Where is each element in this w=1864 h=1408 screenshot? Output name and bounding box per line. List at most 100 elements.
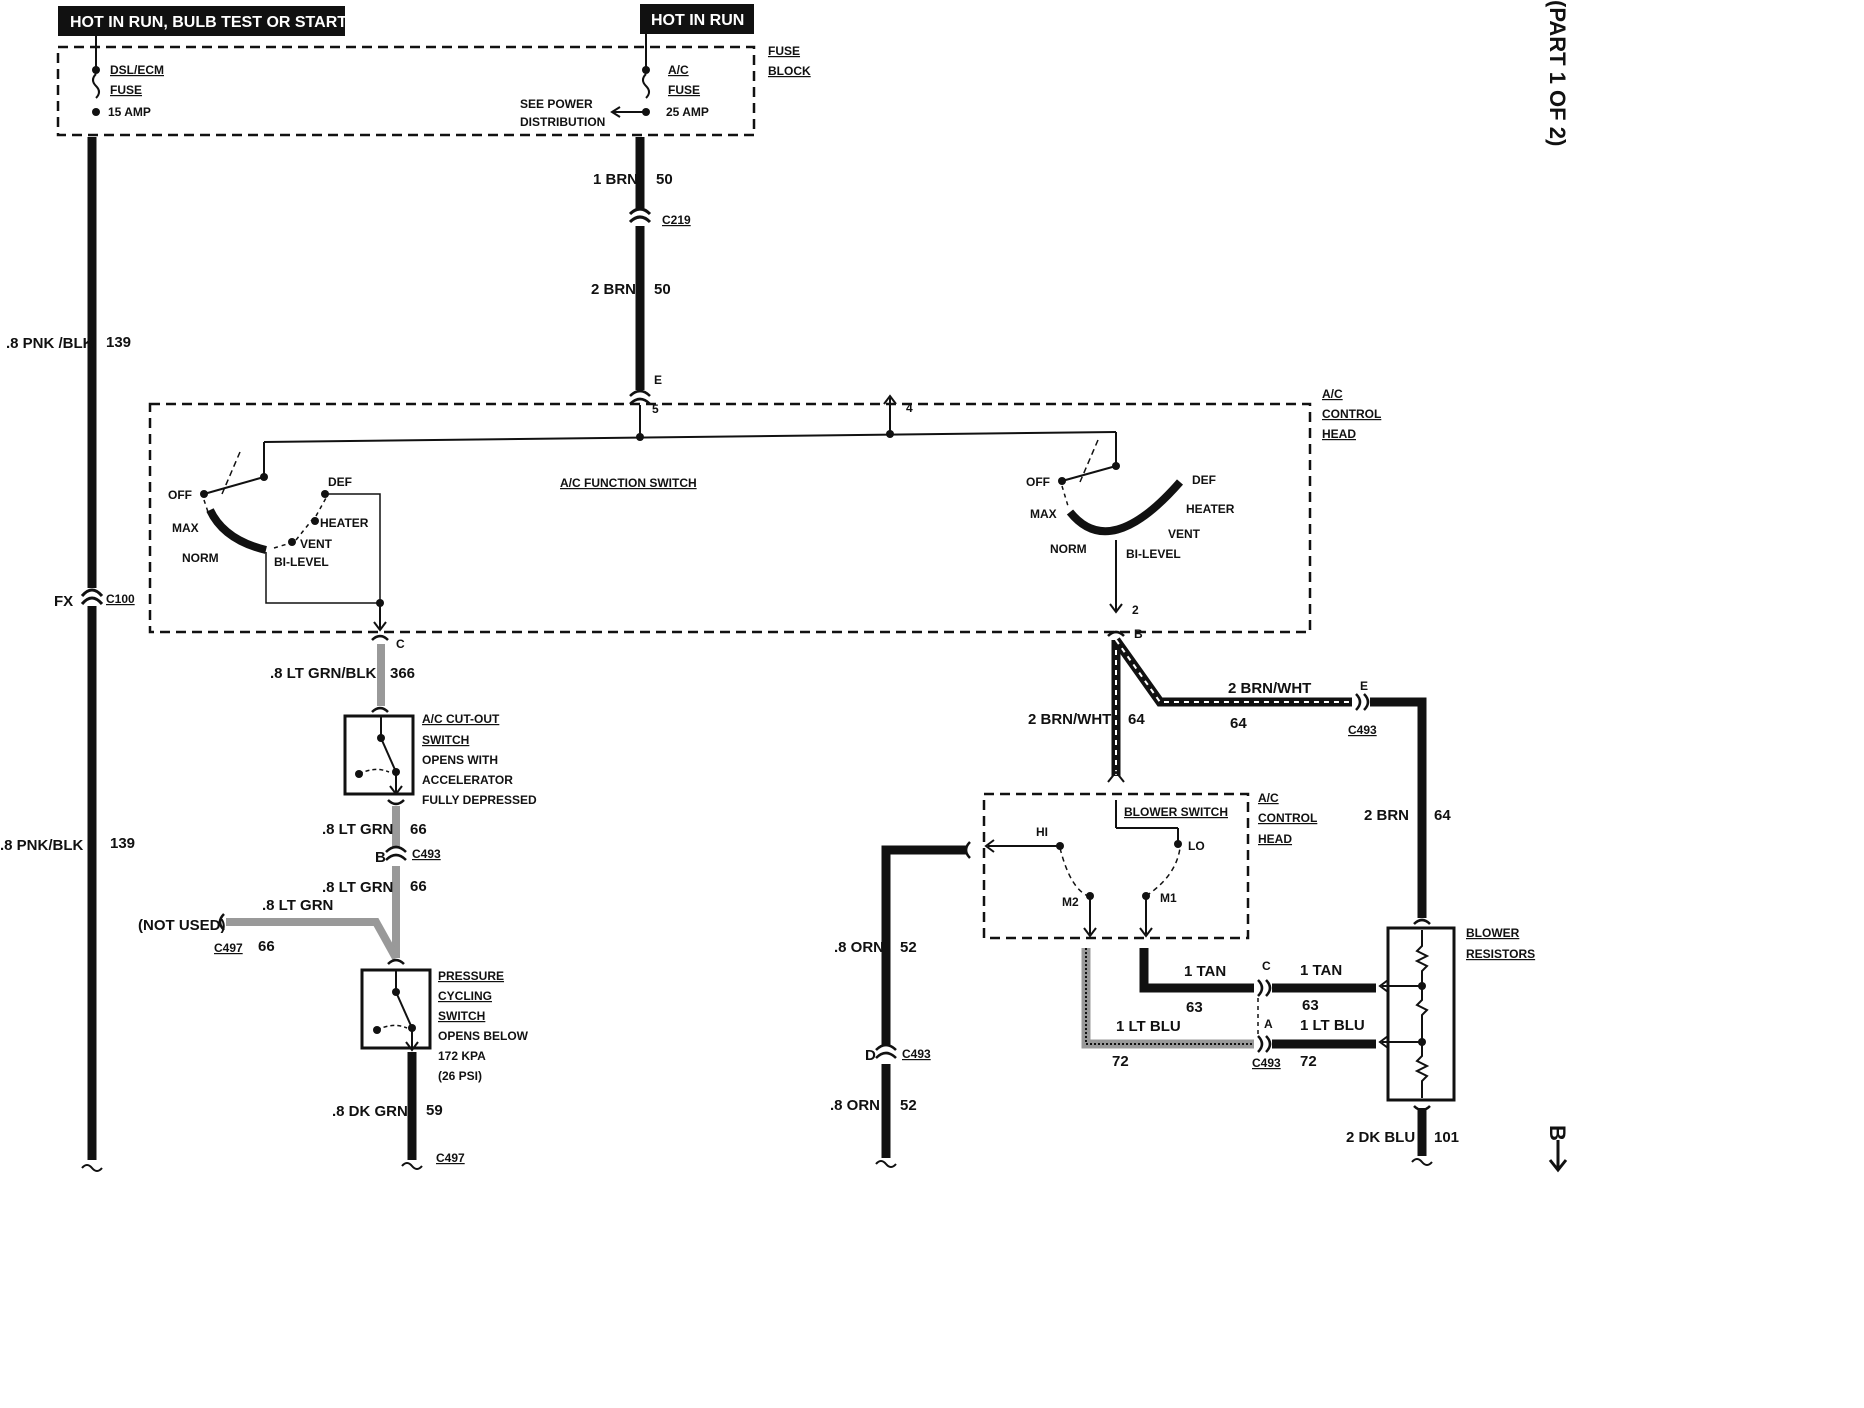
ltgrn2-num: 66 [410,878,427,895]
ltblu-left-label: 1 LT BLU [1116,1018,1181,1035]
brnwht-horiz-label: 2 BRN/WHT [1228,680,1311,697]
blower-resistors-box [1386,926,1456,1102]
dkblu-label: 2 DK BLU [1346,1129,1415,1146]
pressure-line-2: CYCLING [438,989,492,1003]
c493-e-connector-icon [1355,693,1370,711]
c493-a-label: C493 [1252,1056,1281,1070]
ac-fuse-rating: 25 AMP [666,105,709,119]
continuation-arrow [1548,1140,1568,1173]
ltblu-left-num: 72 [1112,1053,1129,1070]
see-power-2: DISTRIBUTION [520,115,605,129]
tan-left-num: 63 [1186,999,1203,1016]
pnk-blk-bot-num: 139 [110,835,135,852]
resistor-icon [1414,930,1430,1098]
blower-head-3: HEAD [1258,832,1292,846]
right-max: MAX [1030,507,1057,521]
control-head-label-3: HEAD [1322,427,1356,441]
left-norm: NORM [182,551,219,565]
blower-head-2: CONTROL [1258,811,1317,825]
tan-wire-left [1139,948,1254,993]
c100-connector-icon [80,588,104,606]
left-bilevel: BI-LEVEL [274,555,329,569]
orn-wire [881,845,966,1046]
c493-e-label: C493 [1348,723,1377,737]
pin-e-right: E [1360,679,1368,693]
blower-head-1: A/C [1258,791,1279,805]
ltgrn1-num: 66 [410,821,427,838]
ac-fuse-word: FUSE [668,83,700,97]
control-head-box [148,402,1312,634]
ltgrn-blk-num: 366 [390,665,415,682]
see-power-1: SEE POWER [520,97,593,111]
c497b-label: C497 [436,1151,465,1165]
wire-break-icon [81,1164,103,1172]
right-bilevel: BI-LEVEL [1126,547,1181,561]
dsl-fuse-icon [92,73,100,99]
ltgrn2-label: .8 LT GRN [322,879,393,896]
not-used-label: (NOT USED) [138,917,226,934]
ltblu-right-num: 72 [1300,1053,1317,1070]
blower-m2: M2 [1062,895,1079,909]
resistors-line-1: BLOWER [1466,926,1520,940]
control-head-label-1: A/C [1322,387,1343,401]
dsl-fuse-name: DSL/ECM [110,63,164,77]
c219-connector-icon [628,207,652,224]
c493-b-label: C493 [412,847,441,861]
dsl-fuse-word: FUSE [110,83,142,97]
blower-hi: HI [1036,825,1048,839]
pin-4-arrow-icon [883,394,897,405]
ac-fuse-name: A/C [668,63,689,77]
pressure-line-3: SWITCH [438,1009,485,1023]
resistors-line-2: RESISTORS [1466,947,1535,961]
brn1-num: 50 [656,171,673,188]
fuse-block-box [56,45,756,137]
cutout-line-5: FULLY DEPRESSED [422,793,537,807]
orn-top-label: .8 ORN [834,939,884,956]
right-heater: HEATER [1186,502,1235,516]
right-switch-arc [1066,479,1184,536]
pin-d: D [865,1047,876,1064]
pnk-blk-top-label: .8 PNK /BLK [6,335,94,352]
cutout-line-3: OPENS WITH [422,753,498,767]
pin-e-connector-icon [629,389,651,405]
cutout-line-1: A/C CUT-OUT [422,712,500,726]
brnwht-vert-num: 64 [1128,711,1145,728]
c497a-label: C497 [214,941,243,955]
brnwht-horiz-num: 64 [1230,715,1247,732]
brn-right-label: 2 BRN [1364,807,1409,824]
blower-lo: LO [1188,839,1205,853]
left-banner [58,6,345,36]
blower-switch-title: BLOWER SWITCH [1124,805,1228,819]
blower-m1: M1 [1160,891,1177,905]
left-banner-text: HOT IN RUN, BULB TEST OR START [70,14,347,31]
part-label: (PART 1 OF 2) [1545,0,1570,146]
dkgrn-num: 59 [426,1102,443,1119]
brnwht-vert-label: 2 BRN/WHT [1028,711,1111,728]
pressure-line-4: OPENS BELOW [438,1029,529,1043]
pressure-line-5: 172 KPA [438,1049,486,1063]
blower-switch-box [982,792,1250,940]
fuse-block-label-2: BLOCK [768,64,811,78]
dkgrn-label: .8 DK GRN [332,1103,408,1120]
right-vent: VENT [1168,527,1201,541]
ltgrn-blk-label: .8 LT GRN/BLK [270,665,377,682]
ac-fuse-icon [642,73,650,99]
function-switch-label: A/C FUNCTION SWITCH [560,476,697,490]
right-off: OFF [1026,475,1050,489]
pin-4: 4 [906,401,913,415]
tan-right-label: 1 TAN [1300,962,1342,979]
control-head-label-2: CONTROL [1322,407,1381,421]
pin-c: C [396,637,405,651]
ltgrn1-label: .8 LT GRN [322,821,393,838]
left-off: OFF [168,488,192,502]
left-def: DEF [328,475,352,489]
c219-label: C219 [662,213,691,227]
orn-top-num: 52 [900,939,917,956]
right-norm: NORM [1050,542,1087,556]
orn-bot-num: 52 [900,1097,917,1114]
cutout-line-4: ACCELERATOR [422,773,513,787]
right-def: DEF [1192,473,1216,487]
pin-2: 2 [1132,603,1139,617]
right-banner-text: HOT IN RUN [651,12,744,29]
fx-label: FX [54,593,73,610]
